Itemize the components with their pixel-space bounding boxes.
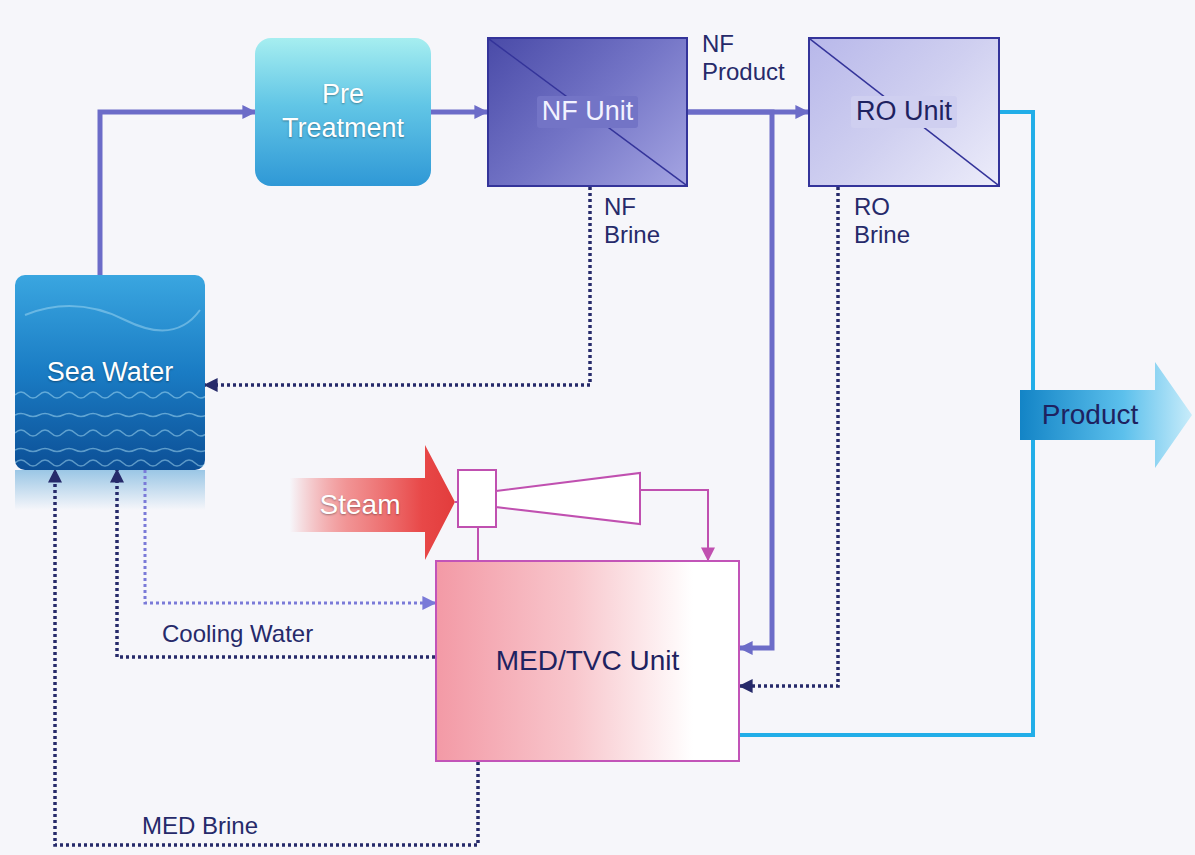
flow-connector xyxy=(740,439,1033,735)
flow-label: NF Brine xyxy=(602,193,676,248)
text-area: RO Unit xyxy=(808,37,1000,187)
flow-connector xyxy=(117,470,435,657)
sea-box: Sea Water xyxy=(15,275,205,470)
text-area: MED/TVC Unit xyxy=(435,560,740,762)
text-area: Pre Treatment xyxy=(265,38,421,186)
ejector-diffuser xyxy=(496,473,640,524)
med-box: MED/TVC Unit xyxy=(435,560,740,762)
node-label: NF Unit xyxy=(537,96,639,127)
text-area: NF Unit xyxy=(487,37,688,187)
node-label: Product xyxy=(1042,399,1139,431)
flow-connector xyxy=(455,490,708,560)
steam-box: Steam xyxy=(290,445,455,560)
water-reflection xyxy=(15,470,205,510)
flow-connector xyxy=(740,187,838,686)
pre-box: Pre Treatment xyxy=(255,38,431,186)
node-label: Pre Treatment xyxy=(265,78,421,146)
nf-box: NF Unit xyxy=(487,37,688,187)
node-label: Sea Water xyxy=(47,357,174,388)
flow-label: MED Brine xyxy=(140,812,260,840)
node-label: RO Unit xyxy=(851,96,957,127)
flow-connector xyxy=(100,112,255,275)
node-label: MED/TVC Unit xyxy=(496,645,680,677)
flow-connector xyxy=(431,110,487,115)
text-area: Sea Water xyxy=(15,275,205,470)
ejector-nozzle xyxy=(458,470,496,527)
flow-label: NF Product xyxy=(700,30,804,85)
product-box: Product xyxy=(1020,362,1192,468)
flow-connector xyxy=(205,187,590,385)
flow-label: Cooling Water xyxy=(160,620,315,648)
text-area: Product xyxy=(1020,390,1160,440)
suction-line xyxy=(477,527,479,560)
node-label: Steam xyxy=(320,489,401,521)
flow-connector xyxy=(1000,112,1033,391)
ro-box: RO Unit xyxy=(808,37,1000,187)
text-area: Steam xyxy=(290,478,430,532)
flow-label: RO Brine xyxy=(852,193,926,248)
